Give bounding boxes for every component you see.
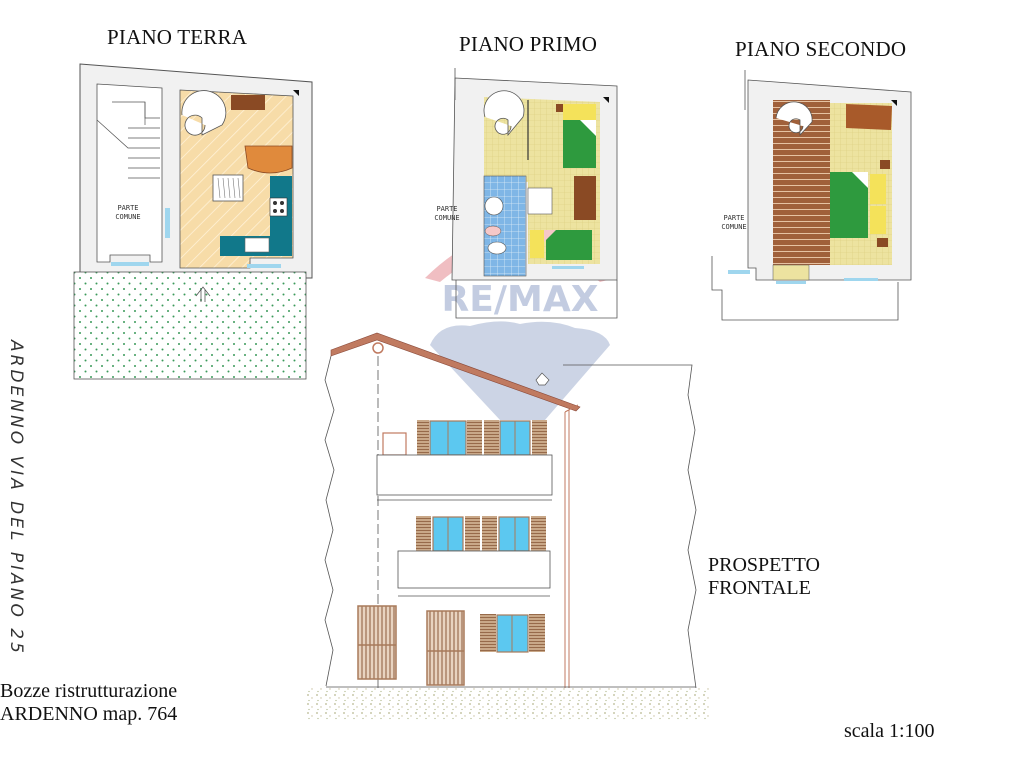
first-floor-plan (451, 68, 618, 319)
second-common-area-label: PARTE COMUNE (714, 214, 754, 232)
label-line: PARTE (723, 214, 745, 222)
second-floor-plan (711, 70, 912, 321)
first-common-area-label: PARTE COMUNE (427, 205, 467, 223)
elevation-title: PROSPETTO FRONTALE (708, 554, 820, 600)
footer-line1: Bozze ristrutturazione (0, 680, 178, 702)
label-line: PARTE (436, 205, 458, 213)
label-line: COMUNE (434, 214, 460, 222)
label-line: PARTE (117, 204, 139, 212)
first-floor-title: PIANO PRIMO (459, 32, 598, 56)
footer-caption: Bozze ristrutturazione ARDENNO map. 764 (0, 680, 177, 726)
ground-floor-title: PIANO TERRA (107, 25, 248, 49)
second-floor-title: PIANO SECONDO (735, 37, 907, 61)
handwritten-address: ARDENNO VIA DEL PIANO 25 (6, 340, 26, 656)
ground-floor-plan (73, 63, 313, 380)
footer-line2: ARDENNO map. 764 (0, 703, 178, 725)
label-line: COMUNE (115, 213, 141, 221)
ground-common-area-label: PARTE COMUNE (108, 204, 148, 222)
watermark-text: RE/MAX (442, 279, 599, 320)
scale-label: scala 1:100 (844, 720, 935, 742)
front-elevation (305, 332, 710, 720)
elevation-title-line2: FRONTALE (708, 577, 811, 599)
elevation-title-line1: PROSPETTO (708, 554, 820, 576)
label-line: COMUNE (721, 223, 747, 231)
